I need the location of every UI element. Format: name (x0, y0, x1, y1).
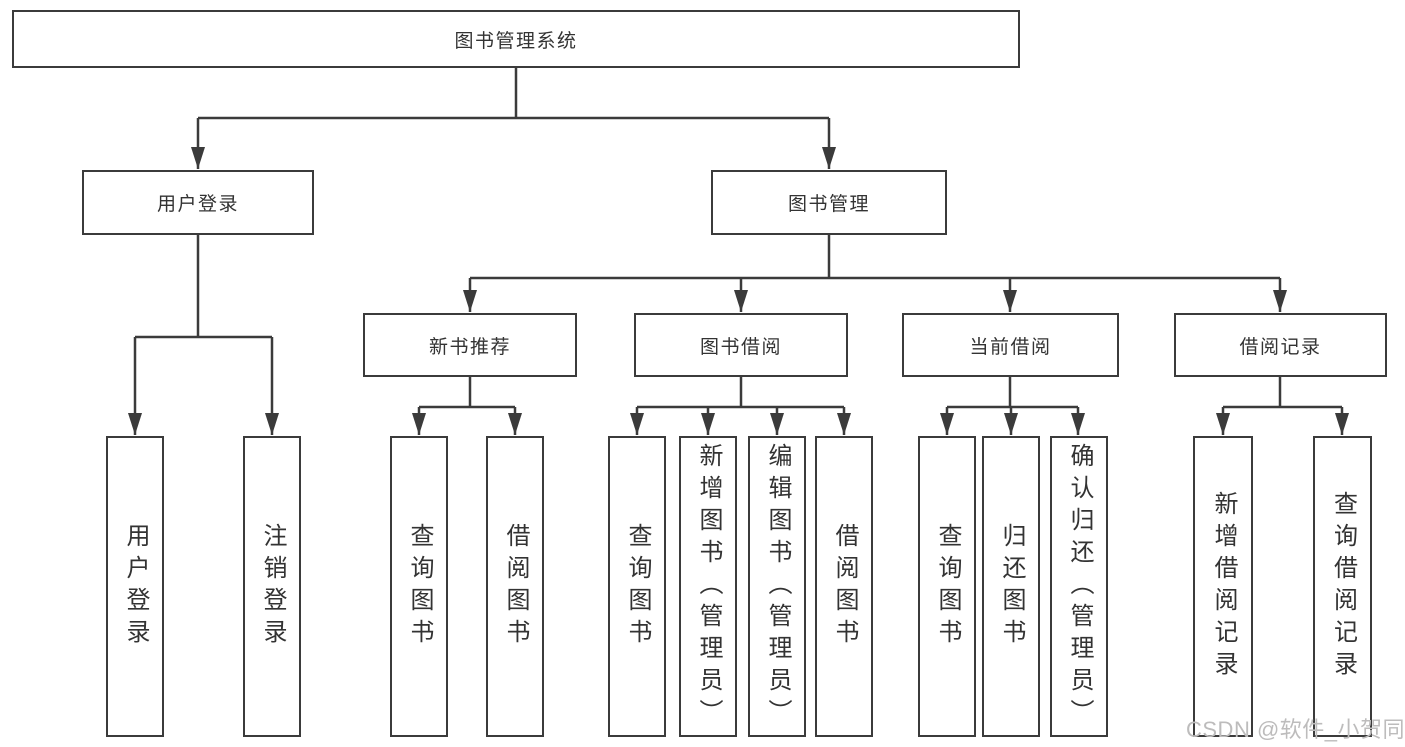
node-book-borrowing: 图书借阅 (634, 313, 848, 377)
leaf-bb-edit-book-admin: 编辑图书（管理员） (748, 436, 806, 737)
leaf-br-add-record: 新增借阅记录 (1193, 436, 1253, 737)
leaf-cb-query-book: 查询图书 (918, 436, 976, 737)
leaf-rec-borrow-book: 借阅图书 (486, 436, 544, 737)
leaf-logout: 注销登录 (243, 436, 301, 737)
leaf-bb-borrow-book: 借阅图书 (815, 436, 873, 737)
leaf-cb-return-book: 归还图书 (982, 436, 1040, 737)
leaf-bb-query-book: 查询图书 (608, 436, 666, 737)
node-borrowing-records: 借阅记录 (1174, 313, 1387, 377)
node-book-management: 图书管理 (711, 170, 947, 235)
leaf-rec-query-book: 查询图书 (390, 436, 448, 737)
csdn-watermark: CSDN @软件_小贺同学 (1186, 717, 1405, 742)
node-current-borrowing: 当前借阅 (902, 313, 1119, 377)
leaf-br-query-record: 查询借阅记录 (1313, 436, 1372, 737)
node-new-book-recommendation: 新书推荐 (363, 313, 577, 377)
leaf-user-login: 用户登录 (106, 436, 164, 737)
node-root-library-system: 图书管理系统 (12, 10, 1020, 68)
leaf-bb-add-book-admin: 新增图书（管理员） (679, 436, 737, 737)
node-user-login: 用户登录 (82, 170, 314, 235)
leaf-cb-confirm-return-admin: 确认归还（管理员） (1050, 436, 1108, 737)
